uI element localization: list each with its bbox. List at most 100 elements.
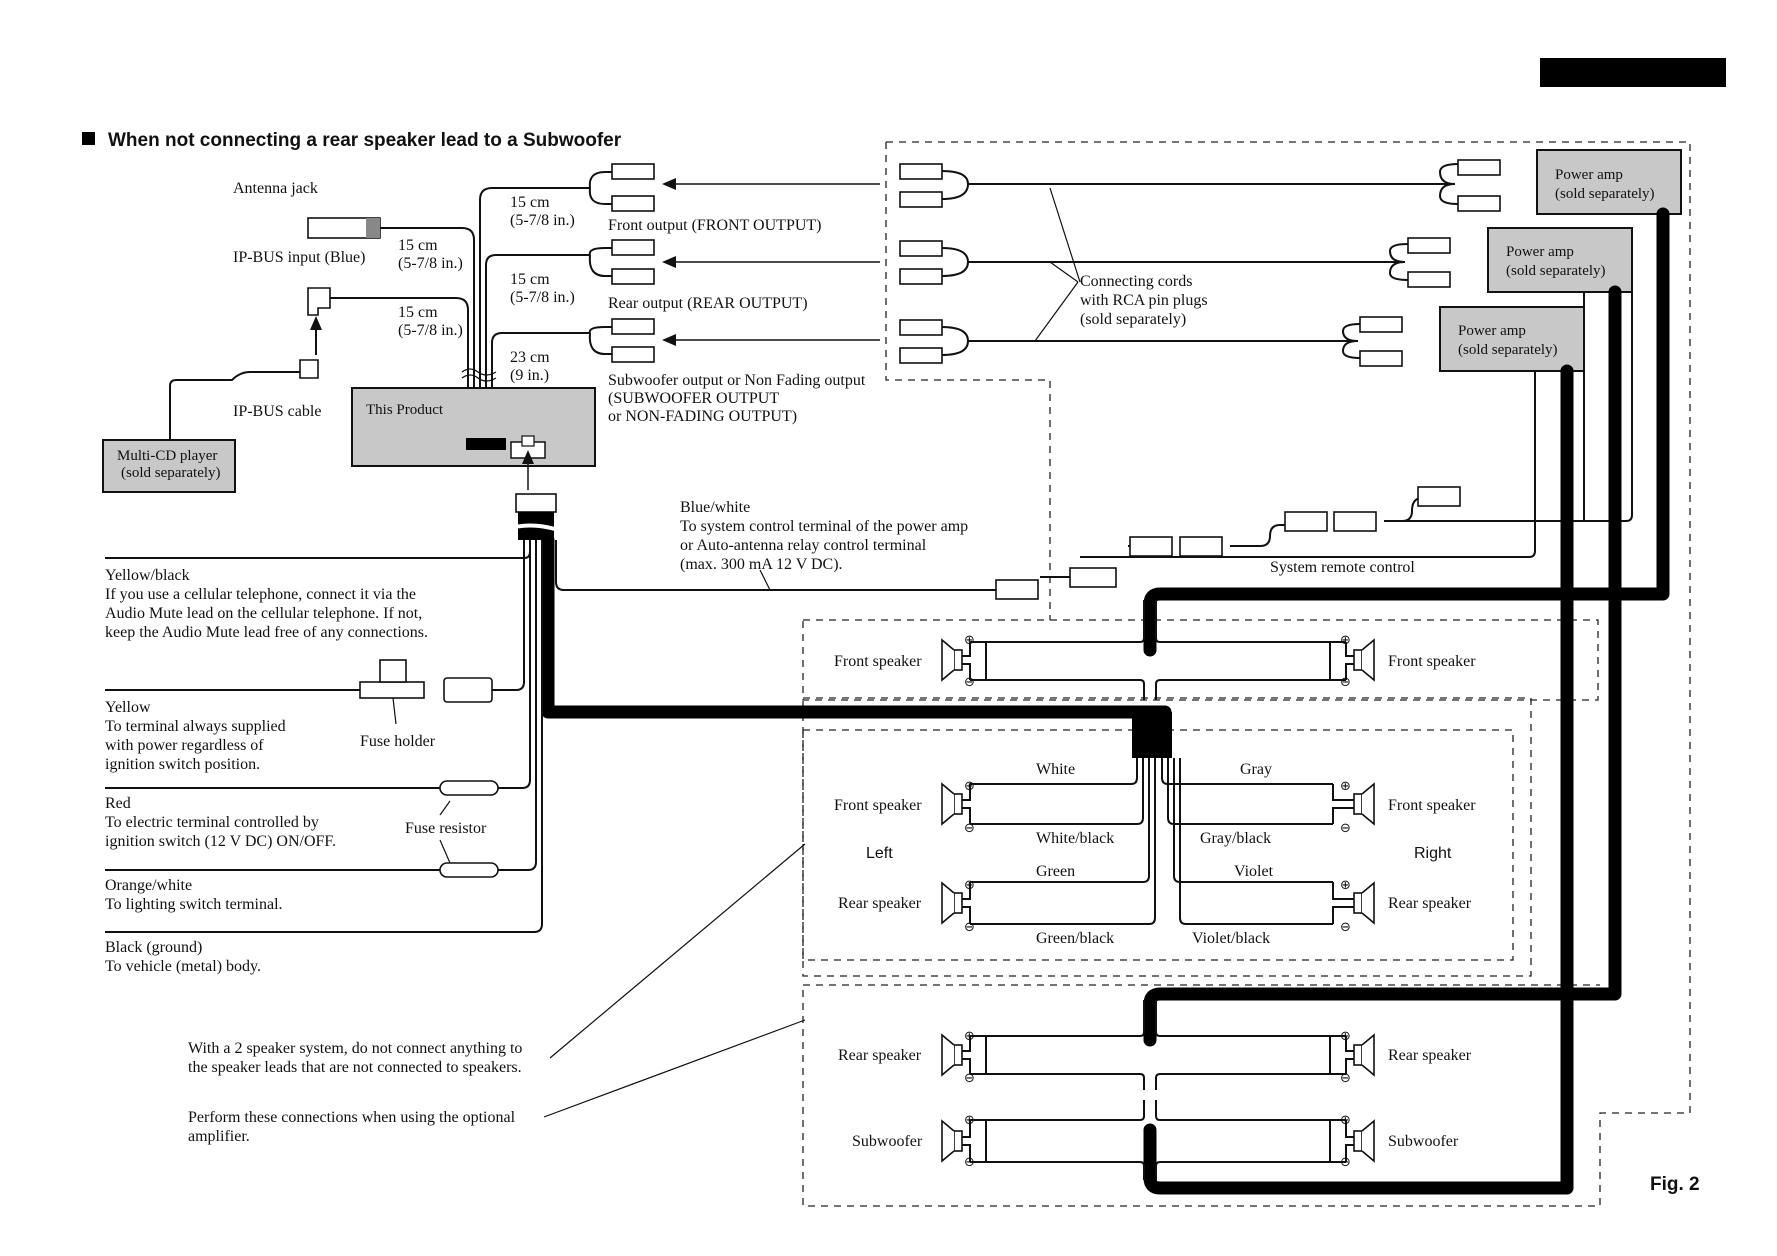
yellow-desc-3: ignition switch position. bbox=[105, 756, 260, 773]
sub-rca-jacks bbox=[588, 318, 655, 363]
right-label: Right bbox=[1414, 845, 1452, 862]
multi-cd-label: Multi-CD player bbox=[117, 448, 217, 464]
two-speaker-note-1: With a 2 speaker system, do not connect … bbox=[188, 1040, 522, 1057]
orange-white-desc: To lighting switch terminal. bbox=[105, 896, 283, 913]
cords-leader-2 bbox=[1049, 261, 1079, 283]
harness-arrow-head bbox=[522, 450, 534, 464]
yellow-desc-1: To terminal always supplied bbox=[105, 718, 286, 735]
power-amp-3 bbox=[1439, 306, 1585, 372]
sub-output-label: Subwoofer output or Non Fading output bbox=[608, 372, 866, 389]
rear-length-in: (5-7/8 in.) bbox=[510, 289, 575, 306]
system-remote-connectors bbox=[1040, 486, 1461, 588]
yellow-black-desc-2: Audio Mute lead on the cellular telephon… bbox=[105, 605, 422, 622]
black-ground-desc: To vehicle (metal) body. bbox=[105, 958, 261, 975]
wire-green-label: Green bbox=[1036, 863, 1075, 880]
wire-violet-label: Violet bbox=[1234, 863, 1274, 880]
inner-speaker-box bbox=[802, 729, 1514, 961]
ipbus-length-in: (5-7/8 in.) bbox=[398, 322, 463, 339]
wire-green-black-label: Green/black bbox=[1036, 930, 1114, 947]
minus-symbol: ⊖ bbox=[964, 1071, 975, 1086]
ipbus-input-plug bbox=[307, 287, 331, 316]
minus-symbol: ⊖ bbox=[1340, 920, 1351, 935]
antenna-wire bbox=[380, 227, 475, 388]
front-output-label: Front output (FRONT OUTPUT) bbox=[608, 217, 822, 234]
rear-output-label: Rear output (REAR OUTPUT) bbox=[608, 295, 808, 312]
fuse-resistor-leader-2 bbox=[439, 839, 451, 864]
connecting-cords bbox=[899, 159, 1501, 367]
figure-label: Fig. 2 bbox=[1650, 1174, 1700, 1195]
black-ground-label: Black (ground) bbox=[105, 939, 202, 956]
front-speaker-label-left: Front speaker bbox=[834, 797, 922, 814]
power-amp-3-sold: (sold separately) bbox=[1458, 342, 1558, 358]
blue-white-leader bbox=[759, 569, 771, 591]
antenna-length-cm: 15 cm bbox=[398, 237, 438, 254]
front-length-cm: 15 cm bbox=[510, 194, 550, 211]
polarity-symbols: ⊕ ⊖ ⊕ ⊖ ⊕ ⊖ ⊕ ⊖ ⊕ ⊖ ⊕ ⊖ ⊕ ⊖ ⊕ ⊖ ⊕ ⊖ ⊕ ⊖ bbox=[964, 633, 1351, 1170]
red-label: Red bbox=[105, 795, 131, 812]
minus-symbol: ⊖ bbox=[964, 1155, 975, 1170]
wire-break-mark-2 bbox=[461, 374, 497, 382]
blue-white-label-4: (max. 300 mA 12 V DC). bbox=[680, 556, 843, 573]
minus-symbol: ⊖ bbox=[964, 675, 975, 690]
plus-symbol: ⊕ bbox=[1340, 878, 1351, 893]
power-amp-2-sold: (sold separately) bbox=[1506, 263, 1606, 279]
speaker-icon-rear-left-amp bbox=[941, 1033, 971, 1077]
yellow-black-desc-3: keep the Audio Mute lead free of any con… bbox=[105, 624, 428, 641]
speaker-icon-front-right bbox=[1332, 782, 1375, 826]
amp1-speaker-lead bbox=[1143, 207, 1670, 657]
antenna-length-in: (5-7/8 in.) bbox=[398, 255, 463, 272]
rear-speaker-label-right-amp: Rear speaker bbox=[1388, 1047, 1472, 1064]
blue-white-label-3: or Auto-antenna relay control terminal bbox=[680, 537, 927, 554]
wire-white-label: White bbox=[1036, 761, 1075, 778]
speaker-icon-front-left-amp bbox=[941, 638, 971, 682]
amp3-remote-lead bbox=[1080, 371, 1536, 558]
cords-leader-1 bbox=[1049, 187, 1081, 283]
fuse-holder-cap bbox=[379, 659, 407, 683]
amp3-speaker-lead bbox=[1143, 364, 1574, 1195]
front-speaker-pair-amp bbox=[970, 600, 1346, 700]
sub-output-label-2: (SUBWOOFER OUTPUT bbox=[608, 390, 779, 407]
rear-rca-jacks bbox=[588, 239, 655, 285]
power-amp-1 bbox=[1536, 149, 1682, 215]
front-output-wire bbox=[479, 187, 590, 388]
wire-violet-black-label: Violet/black bbox=[1192, 930, 1270, 947]
rear-output-wire bbox=[485, 254, 590, 388]
subwoofer-label-left: Subwoofer bbox=[852, 1133, 923, 1150]
plus-symbol: ⊕ bbox=[1340, 1113, 1351, 1128]
power-leads bbox=[105, 540, 543, 933]
plus-symbol: ⊕ bbox=[1340, 1029, 1351, 1044]
power-amp-2-label: Power amp bbox=[1506, 244, 1574, 260]
heading-bullet bbox=[82, 132, 95, 145]
front-speaker-label-right: Front speaker bbox=[1388, 797, 1476, 814]
fuse-holder-plug bbox=[443, 677, 493, 703]
harness-break bbox=[504, 523, 566, 534]
cords-label-3: (sold separately) bbox=[1080, 311, 1186, 328]
optional-amp-note-2: amplifier. bbox=[188, 1128, 250, 1145]
speaker-icon-rear-right-amp bbox=[1345, 1033, 1375, 1077]
ipbus-cable-plug bbox=[299, 359, 319, 379]
ipbus-arrow-head bbox=[310, 316, 322, 330]
power-amp-1-sold: (sold separately) bbox=[1555, 186, 1655, 202]
optional-amp-boundary bbox=[802, 141, 1691, 1207]
yellow-black-desc-1: If you use a cellular telephone, connect… bbox=[105, 586, 416, 603]
front-rca-jacks bbox=[588, 163, 655, 212]
power-amp-1-label: Power amp bbox=[1555, 167, 1623, 183]
front-speaker-box bbox=[802, 619, 1599, 701]
lower-speaker-wires bbox=[970, 1000, 1346, 1180]
ipbus-cable bbox=[169, 371, 300, 440]
rear-speaker-label-right: Rear speaker bbox=[1388, 895, 1472, 912]
fuse-resistor-red bbox=[439, 780, 499, 796]
fuse-resistor-leader-1 bbox=[439, 800, 451, 816]
cords-label-2: with RCA pin plugs bbox=[1080, 292, 1208, 309]
orange-white-label: Orange/white bbox=[105, 877, 192, 894]
power-amp-3-label: Power amp bbox=[1458, 323, 1526, 339]
sub-output-label-3: or NON-FADING OUTPUT) bbox=[608, 408, 797, 425]
red-desc-2: ignition switch (12 V DC) ON/OFF. bbox=[105, 833, 336, 850]
rear-speaker-label-left: Rear speaker bbox=[838, 895, 922, 912]
wire-break-mark bbox=[461, 368, 497, 376]
blue-white-label-2: To system control terminal of the power … bbox=[680, 518, 968, 535]
red-desc-1: To electric terminal controlled by bbox=[105, 814, 319, 831]
rear-speaker-label-left-amp: Rear speaker bbox=[838, 1047, 922, 1064]
ipbus-length-cm: 15 cm bbox=[398, 304, 438, 321]
